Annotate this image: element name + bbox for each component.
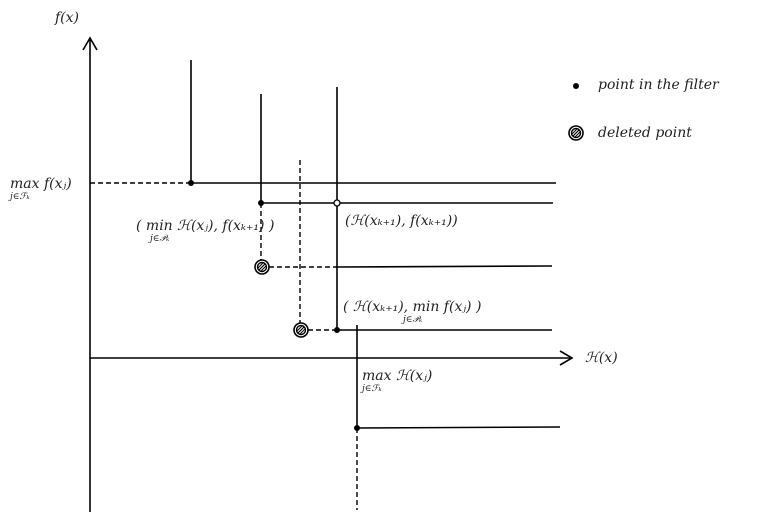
legend-filter-point: point in the filter — [598, 77, 720, 93]
deleted-point-icon — [254, 259, 270, 275]
deleted-point-icon — [568, 125, 584, 141]
y-axis-arrow-icon — [82, 36, 98, 51]
min-h-subscript: j∈𝒫ₖ — [148, 234, 170, 244]
y-axis-label: f(x) — [54, 10, 79, 26]
y-axis — [82, 36, 98, 512]
max-f-subscript: j∈ℱₖ — [8, 192, 31, 202]
min-h-point-label: ( min ℋ(xⱼ), f(xₖ₊₁) ) — [136, 218, 274, 234]
max-h-subscript: j∈ℱₖ — [360, 384, 383, 394]
max-f-label: max f(xⱼ) — [10, 176, 72, 192]
filter-point — [188, 180, 194, 186]
min-f-point-label: ( ℋ(xₖ₊₁), min f(xⱼ) ) — [343, 299, 481, 315]
legend: point in the filter deleted point — [568, 77, 720, 141]
filter-point — [334, 327, 340, 333]
x-axis-label: ℋ(x) — [585, 350, 618, 366]
min-f-subscript: j∈𝒫ₖ — [401, 315, 423, 325]
deleted-point-icon — [293, 322, 309, 338]
new-point-label: (ℋ(xₖ₊₁), f(xₖ₊₁)) — [345, 213, 458, 229]
filter-lines — [90, 60, 561, 510]
filter-point-icon — [573, 83, 579, 89]
legend-deleted-point: deleted point — [598, 125, 692, 141]
x-axis — [90, 350, 574, 366]
x-axis-arrow-icon — [559, 350, 574, 366]
new-point — [333, 199, 341, 207]
max-h-label: max ℋ(xⱼ) — [362, 368, 432, 384]
filter-point — [354, 425, 360, 431]
filter-point — [258, 200, 264, 206]
